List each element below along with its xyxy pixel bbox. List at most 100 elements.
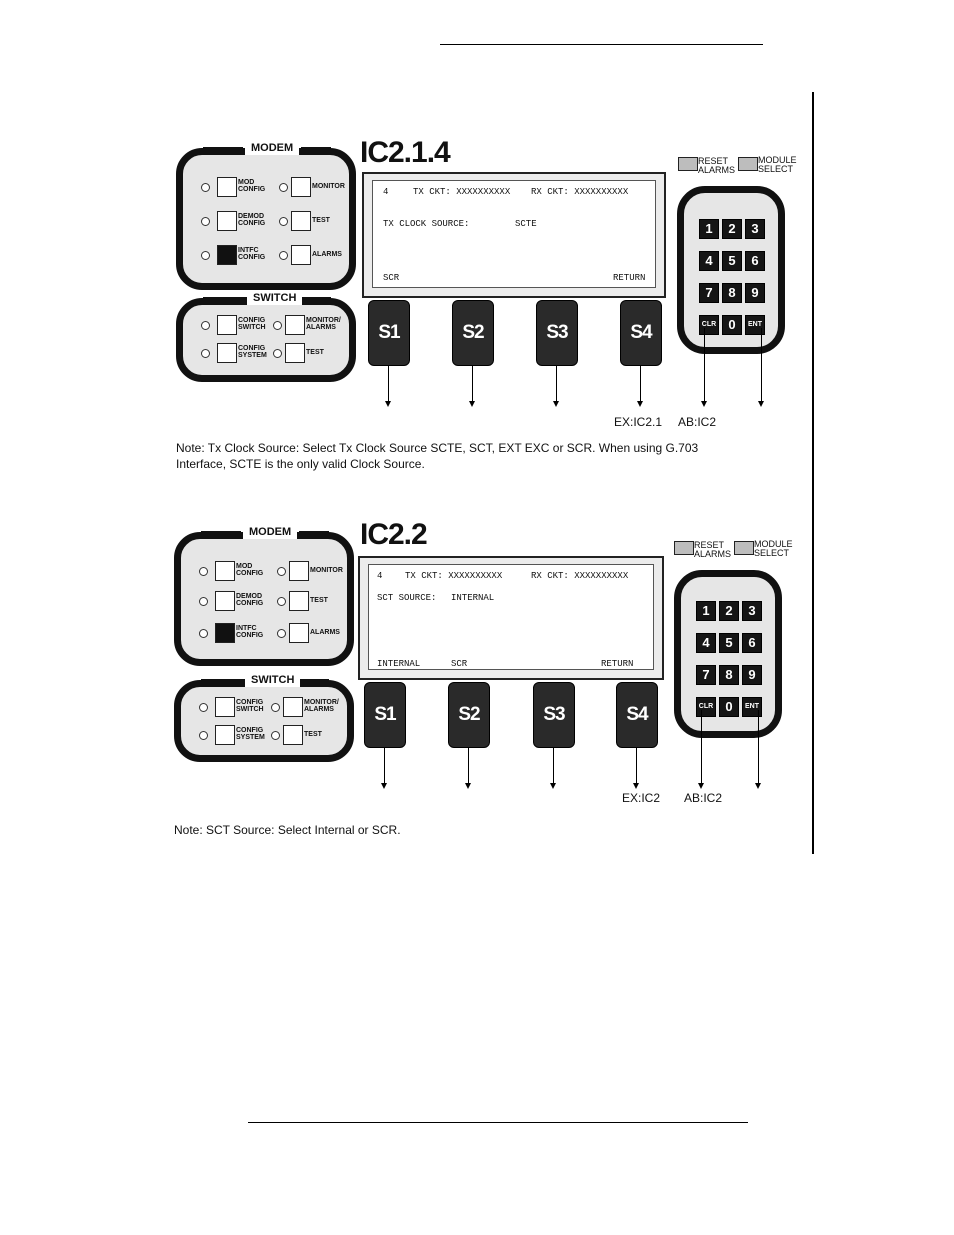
key-ent[interactable]: ENT xyxy=(742,697,762,717)
config-system-button[interactable] xyxy=(217,343,237,363)
key-8[interactable]: 8 xyxy=(719,665,739,685)
key-0[interactable]: 0 xyxy=(719,697,739,717)
reset-alarms-button[interactable] xyxy=(678,157,698,171)
led-alarms xyxy=(277,629,286,638)
module-select-button[interactable] xyxy=(738,157,758,171)
led-demod-config xyxy=(199,597,208,606)
modem-panel: MODEM MOD CONFIG MONITOR DEMOD CONFIG TE… xyxy=(174,526,354,666)
switch-title: SWITCH xyxy=(247,292,303,305)
key-0[interactable]: 0 xyxy=(722,315,742,335)
lcd-line1-tx: TX CKT: XXXXXXXXXX xyxy=(413,187,511,197)
config-switch-label: CONFIG SWITCH xyxy=(238,317,266,331)
lcd-line2-value: INTERNAL xyxy=(451,593,495,603)
arrow-s4 xyxy=(633,748,639,789)
arrow-s2 xyxy=(465,748,471,789)
key-3[interactable]: 3 xyxy=(742,601,762,621)
monitor-alarms-label: MONITOR/ ALARMS xyxy=(304,699,339,713)
key-4[interactable]: 4 xyxy=(696,633,716,653)
lcd-display: 4 TX CKT: XXXXXXXXXX RX CKT: XXXXXXXXXX … xyxy=(358,556,664,680)
softkey-s3[interactable]: S3 xyxy=(533,682,575,748)
lcd-line2-label: SCT SOURCE: xyxy=(377,593,437,603)
key-9[interactable]: 9 xyxy=(742,665,762,685)
softkey-s2[interactable]: S2 xyxy=(448,682,490,748)
softkey-s4[interactable]: S4 xyxy=(616,682,658,748)
key-7[interactable]: 7 xyxy=(696,665,716,685)
lcd-softkey-label-4: RETURN xyxy=(601,659,634,669)
key-3[interactable]: 3 xyxy=(745,219,765,239)
key-5[interactable]: 5 xyxy=(722,251,742,271)
ex-label: EX:IC2 xyxy=(622,791,661,805)
modem-title: MODEM xyxy=(243,526,298,539)
lcd-line1-rx: RX CKT: XXXXXXXXXX xyxy=(531,187,629,197)
figure-title: IC2.2 xyxy=(360,518,428,551)
lcd-display: 4 TX CKT: XXXXXXXXXX RX CKT: XXXXXXXXXX … xyxy=(362,172,666,298)
mod-config-label: MOD CONFIG xyxy=(236,563,264,577)
monitor-button[interactable] xyxy=(289,561,309,581)
key-5[interactable]: 5 xyxy=(719,633,739,653)
switch-panel: SWITCH CONFIG SWITCH MONITOR/ ALARMS CON… xyxy=(176,292,356,382)
key-9[interactable]: 9 xyxy=(745,283,765,303)
intfc-config-button[interactable] xyxy=(217,245,237,265)
ab-label: AB:IC2 xyxy=(678,415,717,429)
softkey-s2[interactable]: S2 xyxy=(452,300,494,366)
key-7[interactable]: 7 xyxy=(699,283,719,303)
key-4[interactable]: 4 xyxy=(699,251,719,271)
config-switch-button[interactable] xyxy=(217,315,237,335)
demod-config-label: DEMOD CONFIG xyxy=(236,593,264,607)
figure-title: IC2.1.4 xyxy=(360,136,451,169)
mod-config-button[interactable] xyxy=(215,561,235,581)
switch-panel: SWITCH CONFIG SWITCH MONITOR/ ALARMS CON… xyxy=(174,674,354,762)
key-clr[interactable]: CLR xyxy=(699,315,719,335)
key-clr[interactable]: CLR xyxy=(696,697,716,717)
lcd-line2-label: TX CLOCK SOURCE: xyxy=(383,219,470,229)
lcd-softkey-label-1: SCR xyxy=(383,273,400,283)
note: Note: SCT Source: Select Internal or SCR… xyxy=(174,823,401,837)
monitor-alarms-button[interactable] xyxy=(283,697,303,717)
lcd-line1-rx: RX CKT: XXXXXXXXXX xyxy=(531,571,629,581)
config-system-label: CONFIG SYSTEM xyxy=(238,345,267,359)
ab-label: AB:IC2 xyxy=(684,791,723,805)
led-config-system xyxy=(199,731,208,740)
modem-title: MODEM xyxy=(245,142,300,155)
test-button[interactable] xyxy=(289,591,309,611)
arrow-clr xyxy=(701,328,707,407)
arrow-clr xyxy=(698,710,704,789)
test-label: TEST xyxy=(312,217,330,224)
led-monitor-alarms xyxy=(271,703,280,712)
switch-test-button[interactable] xyxy=(283,725,303,745)
key-1[interactable]: 1 xyxy=(699,219,719,239)
monitor-button[interactable] xyxy=(291,177,311,197)
config-system-button[interactable] xyxy=(215,725,235,745)
key-6[interactable]: 6 xyxy=(745,251,765,271)
switch-test-button[interactable] xyxy=(285,343,305,363)
config-switch-button[interactable] xyxy=(215,697,235,717)
led-test xyxy=(279,217,288,226)
key-1[interactable]: 1 xyxy=(696,601,716,621)
led-config-switch xyxy=(201,321,210,330)
module-select-button[interactable] xyxy=(734,541,754,555)
arrow-s1 xyxy=(385,366,391,407)
note: Note: Tx Clock Source: Select Tx Clock S… xyxy=(176,441,699,471)
led-demod-config xyxy=(201,217,210,226)
demod-config-button[interactable] xyxy=(215,591,235,611)
intfc-config-label: INTFC CONFIG xyxy=(236,625,264,639)
demod-config-button[interactable] xyxy=(217,211,237,231)
softkey-s1[interactable]: S1 xyxy=(368,300,410,366)
key-2[interactable]: 2 xyxy=(719,601,739,621)
key-8[interactable]: 8 xyxy=(722,283,742,303)
intfc-config-button[interactable] xyxy=(215,623,235,643)
lcd-softkey-label-1: INTERNAL xyxy=(377,659,421,669)
reset-alarms-button[interactable] xyxy=(674,541,694,555)
mod-config-button[interactable] xyxy=(217,177,237,197)
softkey-s4[interactable]: S4 xyxy=(620,300,662,366)
monitor-label: MONITOR xyxy=(312,183,345,190)
test-button[interactable] xyxy=(291,211,311,231)
alarms-button[interactable] xyxy=(289,623,309,643)
key-ent[interactable]: ENT xyxy=(745,315,765,335)
monitor-alarms-button[interactable] xyxy=(285,315,305,335)
key-2[interactable]: 2 xyxy=(722,219,742,239)
softkey-s1[interactable]: S1 xyxy=(364,682,406,748)
alarms-button[interactable] xyxy=(291,245,311,265)
key-6[interactable]: 6 xyxy=(742,633,762,653)
softkey-s3[interactable]: S3 xyxy=(536,300,578,366)
